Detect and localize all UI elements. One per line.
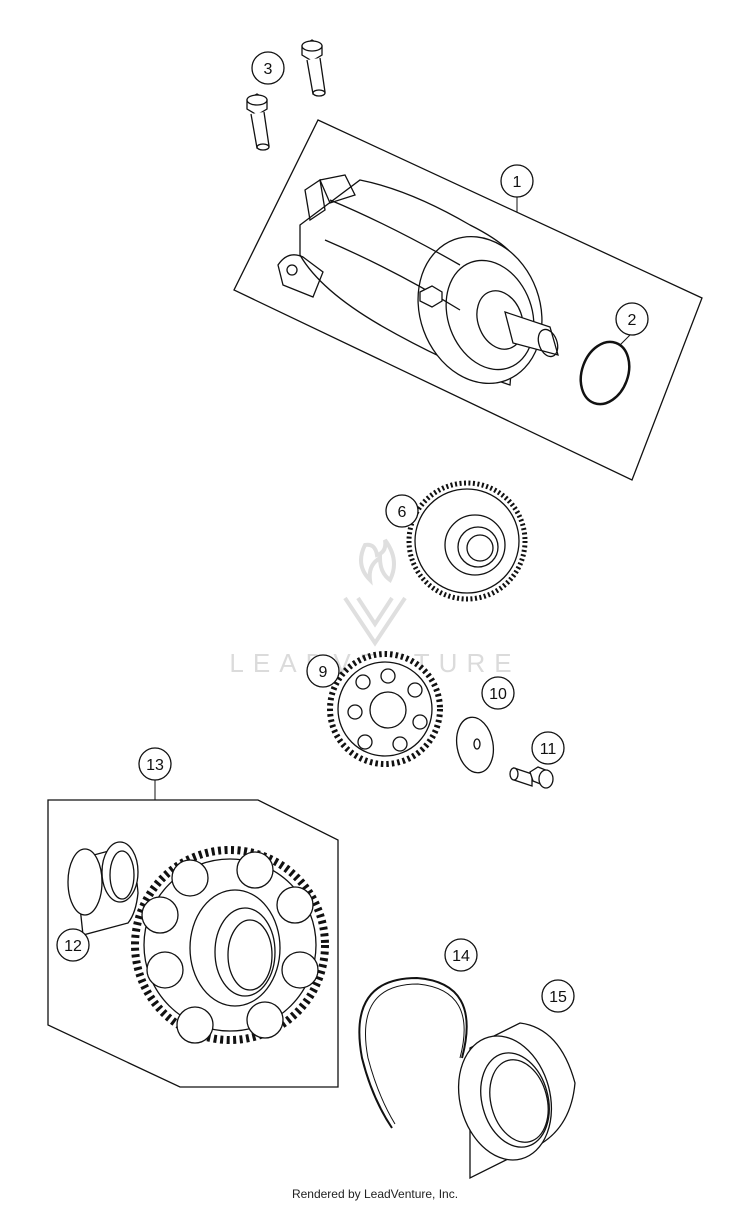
callout-label-9: 9 (319, 664, 328, 681)
o-ring-part-2[interactable] (572, 335, 637, 411)
callout-3[interactable]: 3 (252, 52, 284, 84)
callout-label-1: 1 (513, 174, 522, 191)
callout-label-2: 2 (628, 312, 637, 329)
starter-motor-group[interactable] (234, 120, 702, 480)
callout-14[interactable]: 14 (445, 939, 477, 971)
watermark-logo-icon (345, 540, 405, 643)
callout-12[interactable]: 12 (57, 929, 89, 961)
callout-label-15: 15 (549, 989, 567, 1006)
gear-part-13[interactable] (135, 850, 325, 1043)
circlip-inner-edge (365, 984, 464, 1124)
gear-part-6[interactable] (409, 483, 525, 599)
gear-part-9[interactable] (330, 654, 440, 764)
callout-label-6: 6 (398, 504, 407, 521)
callout-label-10: 10 (489, 686, 507, 703)
callout-9[interactable]: 9 (307, 655, 339, 687)
bolt-part-3b[interactable] (302, 40, 325, 96)
circlip-part-14[interactable] (359, 978, 466, 1128)
seal-part-15[interactable] (445, 1023, 575, 1178)
bolt-part-11[interactable] (510, 767, 553, 788)
gear-assembly-group[interactable] (48, 800, 338, 1087)
footer-credit: Rendered by LeadVenture, Inc. (291, 1187, 459, 1201)
callout-label-12: 12 (64, 938, 82, 955)
bolt-part-3a[interactable] (247, 94, 269, 150)
leader-lines (155, 197, 630, 800)
callout-13[interactable]: 13 (139, 748, 171, 780)
bearing-part-12[interactable] (68, 842, 138, 935)
starter-motor-frame (234, 120, 702, 480)
washer-part-10[interactable] (452, 714, 497, 775)
callout-2[interactable]: 2 (616, 303, 648, 335)
starter-motor-part-1[interactable] (278, 175, 562, 401)
callout-label-11: 11 (540, 741, 557, 758)
callout-11[interactable]: 11 (532, 732, 564, 764)
callout-label-13: 13 (146, 757, 164, 774)
callout-15[interactable]: 15 (542, 980, 574, 1012)
callout-label-14: 14 (452, 948, 470, 965)
callout-6[interactable]: 6 (386, 495, 418, 527)
gear-assembly-frame (48, 800, 338, 1087)
callout-1[interactable]: 1 (501, 165, 533, 197)
callout-label-3: 3 (264, 61, 273, 78)
callout-10[interactable]: 10 (482, 677, 514, 709)
